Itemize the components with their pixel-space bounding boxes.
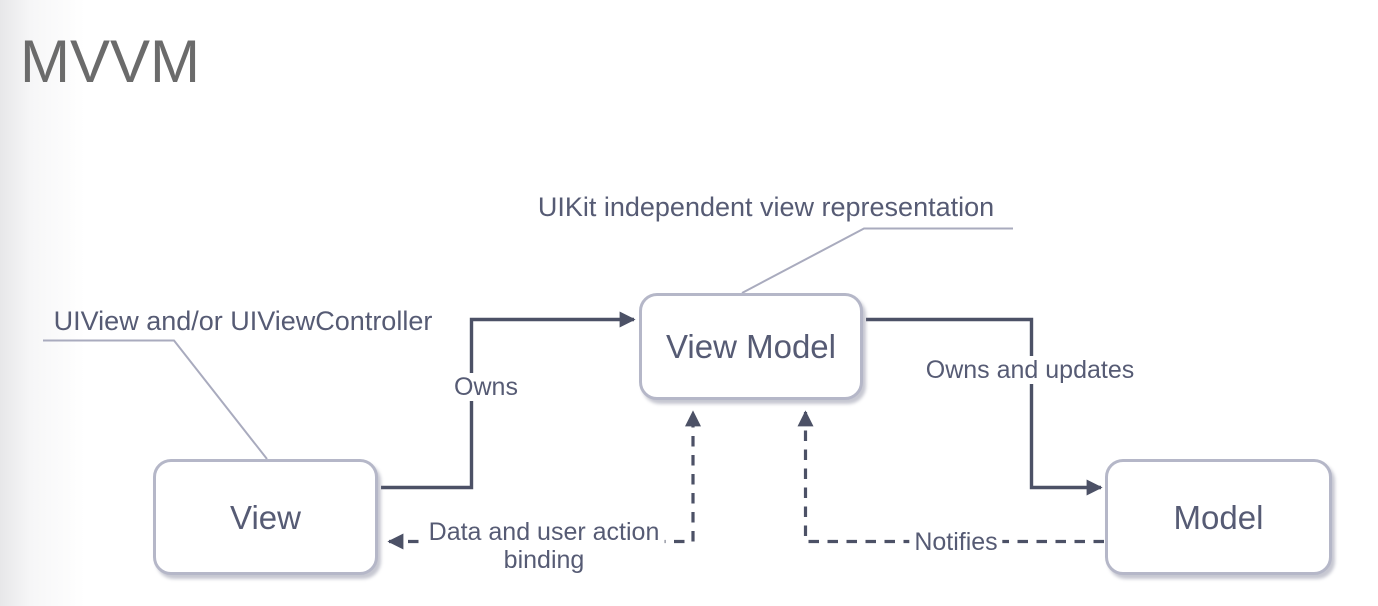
- node-model-label: Model: [1173, 498, 1264, 536]
- edge-label-owns-and-updates: Owns and updates: [920, 356, 1140, 384]
- node-view-model-label: View Model: [666, 328, 836, 365]
- edge-label-binding-line2: binding: [503, 546, 585, 574]
- edge-owns-line: [381, 311, 636, 490]
- edge-label-notifies: Notifies: [909, 528, 1003, 556]
- callout-line-uikit-note: [741, 227, 1013, 294]
- callout-line-uiview-note: [43, 339, 268, 460]
- page-title: MVVM: [20, 28, 200, 95]
- node-view: View: [153, 459, 378, 575]
- edge-label-binding: Data and user action binding: [423, 518, 665, 574]
- edge-label-binding-line1: Data and user action: [428, 518, 660, 546]
- annotation-uiview-note: UIView and/or UIViewController: [53, 306, 433, 336]
- node-view-model: View Model: [639, 293, 863, 400]
- annotation-uikit-note: UIKit independent view representation: [537, 192, 995, 222]
- edge-owns-and-updates-line: [866, 317, 1103, 496]
- edge-label-owns: Owns: [449, 373, 523, 401]
- node-model: Model: [1105, 459, 1332, 575]
- node-view-label: View: [230, 498, 301, 536]
- edge-notifies-line: [797, 410, 1104, 544]
